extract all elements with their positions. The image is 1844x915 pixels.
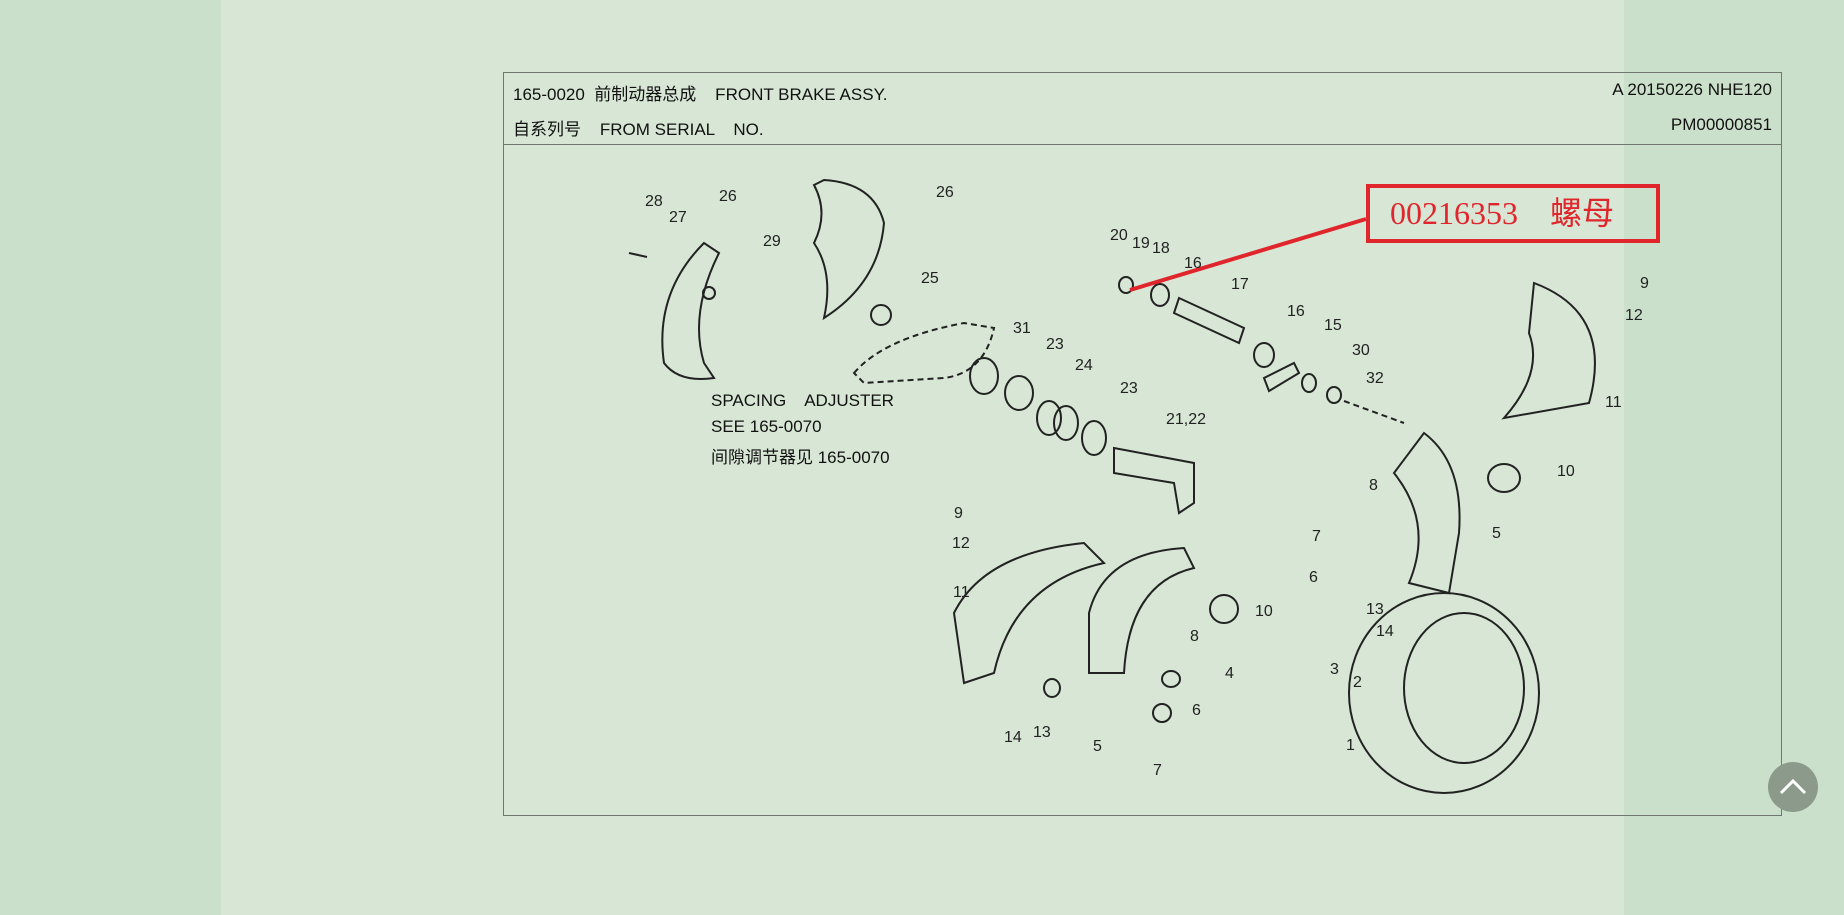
serial-label: 自系列号 FROM SERIAL NO. <box>513 120 764 139</box>
callout-number: 32 <box>1366 370 1384 387</box>
callout-number: 5 <box>1093 738 1102 755</box>
callout-number: 7 <box>1153 762 1162 779</box>
revision-code: A 20150226 NHE120 <box>1612 80 1772 99</box>
shoe-5-lower <box>1088 546 1196 674</box>
serial-value: PM00000851 <box>1670 115 1772 134</box>
seal-31 <box>969 357 999 395</box>
nut-19 <box>1118 276 1134 294</box>
callout-number: 16 <box>1184 255 1202 272</box>
seal-23 <box>1004 375 1034 411</box>
callout-number: 24 <box>1075 357 1093 374</box>
seal-24a <box>1036 400 1062 436</box>
shoe-5-right <box>1392 431 1461 595</box>
ring-32 <box>1326 386 1342 404</box>
backing-plate <box>661 241 721 380</box>
note-line-3: 间隙调节器见 165-0070 <box>711 448 890 467</box>
callout-number: 14 <box>1004 729 1022 746</box>
ring-25 <box>870 304 892 326</box>
callout-number: 6 <box>1192 702 1201 719</box>
callout-number: 18 <box>1152 240 1170 257</box>
bolt-28 <box>628 252 648 258</box>
highlighted-part-label: 00216353 螺母 <box>1366 184 1660 243</box>
callout-number: 13 <box>1033 724 1051 741</box>
callout-number: 8 <box>1190 628 1199 645</box>
callout-number: 26 <box>936 184 954 201</box>
callout-number: 19 <box>1132 235 1150 252</box>
callout-number: 27 <box>669 209 687 226</box>
washer-16 <box>1150 283 1170 307</box>
centerline <box>1343 400 1405 424</box>
diagram-title: 165-0020 前制动器总成 FRONT BRAKE ASSY. <box>513 85 888 104</box>
seal-23b <box>1081 420 1107 456</box>
callout-number: 30 <box>1352 342 1370 359</box>
highlight-leader-line <box>1129 217 1367 292</box>
callout-number: 28 <box>645 193 663 210</box>
seal-24b <box>1053 405 1079 441</box>
callout-number: 26 <box>719 188 737 205</box>
callout-number: 11 <box>1605 394 1622 411</box>
header-divider <box>504 144 1781 145</box>
callout-number: 31 <box>1013 320 1031 337</box>
page-panel: 165-0020 前制动器总成 FRONT BRAKE ASSY. A 2015… <box>221 0 1782 915</box>
camshaft <box>1113 446 1195 515</box>
washer-16b <box>1253 342 1275 368</box>
callout-number: 23 <box>1120 380 1138 397</box>
roller-10b <box>1209 594 1239 624</box>
brake-drum <box>1348 592 1540 794</box>
part-29 <box>702 286 716 300</box>
link-15 <box>1262 361 1301 393</box>
callout-number: 9 <box>954 505 963 522</box>
washer-6 <box>1152 703 1172 723</box>
callout-number: 10 <box>1255 603 1273 620</box>
callout-number: 25 <box>921 270 939 287</box>
lining-11-lower <box>952 541 1106 685</box>
callout-number: 11 <box>953 584 970 601</box>
callout-number: 10 <box>1557 463 1575 480</box>
callout-number: 2 <box>1353 674 1362 691</box>
pin-4 <box>1161 670 1181 688</box>
callout-number: 16 <box>1287 303 1305 320</box>
callout-number: 23 <box>1046 336 1064 353</box>
note-line-1: SPACING ADJUSTER <box>711 391 894 410</box>
callout-number: 9 <box>1640 275 1649 292</box>
callout-number: 7 <box>1312 528 1321 545</box>
clip-13 <box>1043 678 1061 698</box>
callout-number: 12 <box>1625 307 1643 324</box>
callout-number: 14 <box>1376 623 1394 640</box>
ring-30 <box>1301 373 1317 393</box>
callout-number: 3 <box>1330 661 1339 678</box>
callout-number: 5 <box>1492 525 1501 542</box>
callout-number: 6 <box>1309 569 1318 586</box>
callout-number: 17 <box>1231 276 1249 293</box>
chevron-up-icon <box>1779 778 1807 795</box>
scroll-to-top-button[interactable] <box>1768 762 1818 812</box>
callout-number: 8 <box>1369 477 1378 494</box>
note-line-2: SEE 165-0070 <box>711 417 822 436</box>
callout-number: 21,22 <box>1166 411 1206 428</box>
dust-shield <box>812 178 886 321</box>
brake-drum-hub <box>1403 612 1525 764</box>
lining-11-upper <box>1501 281 1596 420</box>
roller-10 <box>1487 463 1521 493</box>
callout-number: 4 <box>1225 665 1234 682</box>
callout-number: 12 <box>952 535 970 552</box>
shaft-17 <box>1172 296 1246 345</box>
callout-number: 15 <box>1324 317 1342 334</box>
callout-number: 20 <box>1110 227 1128 244</box>
callout-number: 29 <box>763 233 781 250</box>
parts-diagram-frame: 165-0020 前制动器总成 FRONT BRAKE ASSY. A 2015… <box>503 72 1782 816</box>
callout-number: 1 <box>1346 737 1355 754</box>
spacing-adjuster <box>852 321 996 385</box>
callout-number: 13 <box>1366 601 1384 618</box>
